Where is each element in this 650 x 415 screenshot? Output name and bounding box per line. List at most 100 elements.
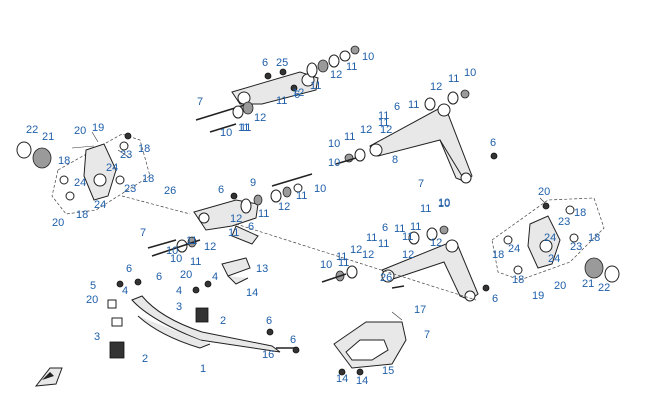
- leader-lines: [91, 131, 549, 321]
- callout-25: 25: [276, 57, 288, 69]
- callout-11: 11: [344, 131, 355, 143]
- callout-10: 10: [320, 259, 332, 271]
- callout-14: 14: [356, 375, 368, 387]
- callout-12: 12: [362, 249, 374, 261]
- callout-23: 23: [570, 241, 582, 253]
- lower-right-a-arm: [235, 223, 490, 302]
- callout-18: 18: [588, 232, 600, 244]
- callout-6: 6: [262, 57, 268, 69]
- callout-19: 19: [532, 290, 544, 302]
- callout-11: 11: [336, 251, 347, 263]
- upper-arm-top: [195, 71, 319, 121]
- callout-10: 10: [362, 51, 374, 63]
- callout-6: 6: [156, 271, 162, 283]
- lower-left-arm: [121, 173, 313, 257]
- callout-15: 15: [382, 365, 394, 377]
- callout-7: 7: [140, 227, 146, 239]
- callout-12: 12: [278, 201, 290, 213]
- callout-12: 12: [430, 237, 442, 249]
- callout-11: 11: [338, 257, 349, 269]
- callout-13: 13: [256, 263, 268, 275]
- callout-11: 11: [240, 122, 251, 134]
- right-knuckle-group: [491, 197, 620, 283]
- callout-6: 6: [126, 263, 132, 275]
- callout-3: 3: [94, 331, 100, 343]
- callout-11: 11: [238, 122, 249, 134]
- callout-11: 11: [378, 117, 389, 129]
- callout-24: 24: [548, 253, 560, 265]
- callout-6: 6: [490, 137, 496, 149]
- callout-21: 21: [582, 278, 594, 290]
- callout-26: 26: [164, 185, 176, 197]
- callout-18: 18: [138, 143, 150, 155]
- callout-11: 11: [394, 223, 405, 235]
- callout-24: 24: [94, 199, 106, 211]
- bracket-13: [221, 257, 251, 285]
- callout-8: 8: [392, 154, 398, 166]
- callout-6: 6: [266, 315, 272, 327]
- callout-20: 20: [554, 280, 566, 292]
- callout-22: 22: [26, 124, 38, 136]
- callout-10: 10: [170, 253, 182, 265]
- callout-10: 10: [328, 157, 340, 169]
- callout-11: 11: [420, 203, 431, 215]
- callout-23: 23: [120, 149, 132, 161]
- callout-20: 20: [180, 269, 192, 281]
- callout-11: 11: [296, 190, 307, 202]
- callout-9: 9: [250, 177, 256, 189]
- callout-16: 16: [262, 349, 274, 361]
- callout-12: 12: [430, 81, 442, 93]
- callout-7: 7: [418, 178, 424, 190]
- callout-labels: 6 25 10 11 12 11 12 7 6 11 11 12 11 10 1…: [26, 51, 610, 387]
- callout-18: 18: [142, 173, 154, 185]
- callout-11: 11: [186, 235, 197, 247]
- callout-11: 11: [448, 73, 459, 85]
- callout-11: 11: [190, 256, 201, 268]
- callout-6: 6: [394, 101, 400, 113]
- callout-20: 20: [74, 125, 86, 137]
- callout-11: 11: [310, 80, 321, 92]
- callout-11: 11: [228, 227, 239, 239]
- callout-20: 20: [52, 217, 64, 229]
- callout-10: 10: [314, 183, 326, 195]
- callout-4: 4: [212, 271, 218, 283]
- callout-11: 11: [378, 238, 389, 250]
- callout-6: 6: [290, 334, 296, 346]
- callout-12: 12: [254, 112, 266, 124]
- callout-20: 20: [538, 186, 550, 198]
- callout-22: 22: [598, 282, 610, 294]
- callout-14: 14: [246, 287, 258, 299]
- callout-18: 18: [76, 209, 88, 221]
- callout-12: 12: [402, 249, 414, 261]
- callout-21: 21: [42, 131, 54, 143]
- callout-23: 23: [558, 216, 570, 228]
- left-knuckle-group: [16, 132, 151, 215]
- callout-11: 11: [410, 221, 421, 233]
- callout-18: 18: [574, 207, 586, 219]
- callout-11: 11: [276, 95, 287, 107]
- callout-11: 11: [258, 208, 269, 220]
- callout-12: 12: [230, 213, 242, 225]
- callout-2: 2: [220, 315, 226, 327]
- callout-7: 7: [424, 329, 430, 341]
- callout-24: 24: [544, 232, 556, 244]
- callout-11: 11: [378, 110, 389, 122]
- callout-18: 18: [512, 274, 524, 286]
- callout-6: 6: [218, 184, 224, 196]
- callout-26: 26: [380, 272, 392, 284]
- callout-7: 7: [197, 96, 203, 108]
- callout-1: 1: [200, 363, 206, 375]
- callout-4: 4: [122, 285, 128, 297]
- callout-3: 3: [176, 301, 182, 313]
- callout-2: 2: [142, 353, 148, 365]
- callout-19: 19: [92, 122, 104, 134]
- upper-a-arm-right: [335, 89, 498, 184]
- callout-5: 5: [90, 280, 96, 292]
- skid-plate: [333, 321, 407, 376]
- callout-11: 11: [408, 99, 419, 111]
- callout-12: 12: [204, 241, 216, 253]
- callout-20: 20: [86, 294, 98, 306]
- callout-10: 10: [438, 198, 450, 210]
